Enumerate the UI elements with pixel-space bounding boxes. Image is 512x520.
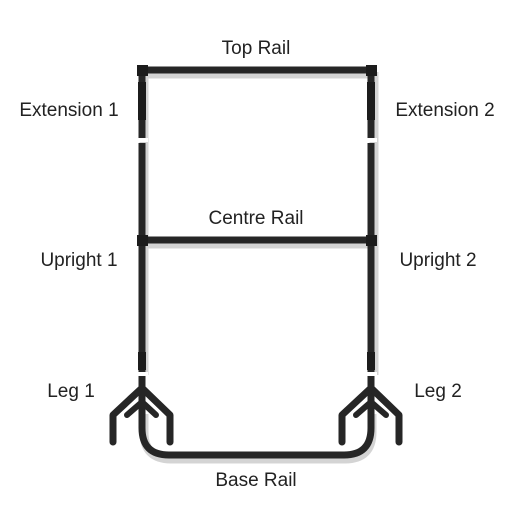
extension-2-label: Extension 2 — [395, 100, 494, 121]
leg-1-shape — [109, 376, 174, 446]
top-rail-label: Top Rail — [222, 38, 291, 59]
joint-gaps — [137, 138, 377, 375]
extension-1-label: Extension 1 — [19, 100, 118, 121]
leg-2-label: Leg 2 — [414, 381, 462, 402]
leg-1-label: Leg 1 — [47, 381, 95, 402]
frame-shadow — [139, 69, 379, 464]
centre-rail-label: Centre Rail — [208, 208, 303, 229]
upright-2-label: Upright 2 — [399, 250, 476, 271]
base-rail — [138, 418, 375, 459]
leg-2-shape — [338, 376, 403, 446]
joint-caps — [137, 65, 377, 370]
base-rail-label: Base Rail — [215, 470, 296, 491]
upright-1-label: Upright 1 — [40, 250, 117, 271]
